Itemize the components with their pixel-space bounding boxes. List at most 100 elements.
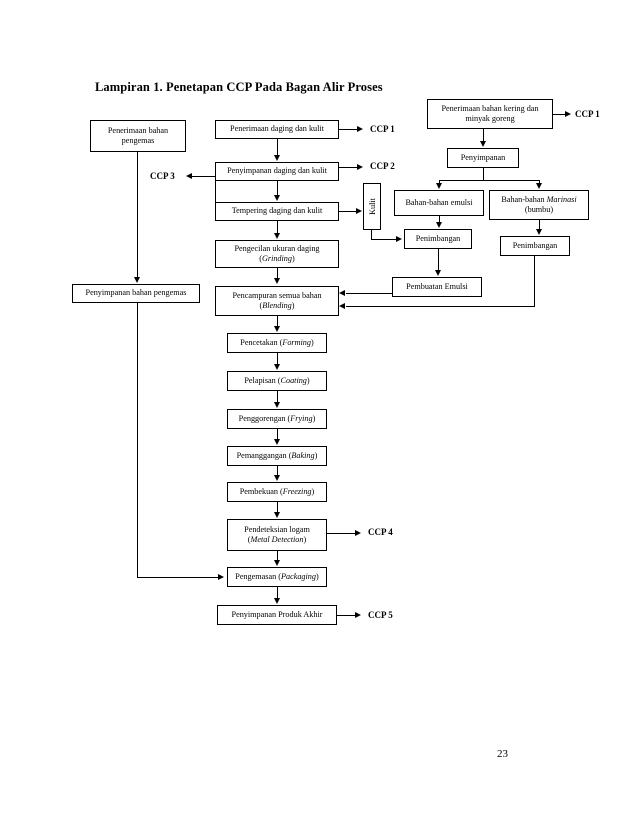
node-penimbangan-emulsi: Penimbangan (404, 229, 472, 249)
edge-n6-ccp3 (192, 176, 215, 177)
arrowhead-n3-n5 (480, 141, 486, 147)
arrowhead-n2-n4 (274, 155, 280, 161)
arrowhead-bus-to-emulsi (436, 183, 442, 189)
page-title: Lampiran 1. Penetapan CCP Pada Bagan Ali… (95, 80, 383, 94)
edge-kulit-drop (371, 230, 372, 239)
node-penyimpanan-bahan-pengemas: Penyimpanan bahan pengemas (72, 284, 200, 303)
ccp-label-4: CCP 4 (368, 527, 393, 537)
edge-n14-n16 (277, 316, 278, 327)
node-kulit: Kulit (363, 183, 381, 230)
edge-n4-n6 (277, 181, 278, 196)
node-penggorengan-label: Penggorengan (Frying) (238, 413, 316, 423)
arrowhead-n4-ccp2 (357, 164, 363, 170)
edge-n19-n20 (277, 466, 278, 476)
edge-n6-ccp3-riser (215, 176, 216, 202)
node-penyimpanan-produk-akhir: Penyimpanan Produk Akhir (217, 605, 337, 625)
node-bahan-bahan-marinasi: Bahan-bahan Marinasi(bumbu) (489, 190, 589, 220)
edge-n3-ccp1 (553, 114, 567, 115)
arrowhead-n3-ccp1 (565, 111, 571, 117)
node-kulit-label: Kulit (367, 198, 377, 215)
edge-n12-drop (534, 256, 535, 306)
arrowhead-n6-ccp3 (186, 173, 192, 179)
node-pencampuran-label: Pencampuran semua bahan(Blending) (232, 290, 322, 310)
edge-n11-n15 (438, 249, 439, 271)
arrowhead-n21-n22 (274, 560, 280, 566)
node-bahan-bahan-emulsi: Bahan-bahan emulsi (394, 190, 484, 216)
node-pembekuan-label: Pembekuan (Freezing) (239, 486, 315, 496)
arrowhead-kulit-penimbangan (396, 236, 402, 242)
arrowhead-n2-ccp1 (357, 126, 363, 132)
edge-n2-n4 (277, 139, 278, 156)
node-penyimpanan: Penyimpanan (447, 148, 519, 168)
edge-n5-bus-drop (483, 168, 484, 180)
node-pemanggangan-baking: Pemanggangan (Baking) (227, 446, 327, 466)
edge-n5-bus (439, 180, 539, 181)
arrowhead-n8-n11 (436, 222, 442, 228)
arrowhead-n20-n21 (274, 512, 280, 518)
edge-n3-n5 (483, 129, 484, 142)
arrowhead-n6-n10 (274, 233, 280, 239)
edge-n4-ccp2 (339, 167, 359, 168)
page-number: 23 (497, 748, 508, 760)
ccp-label-1-kering: CCP 1 (575, 109, 600, 119)
edge-bus-to-marinasi (539, 180, 540, 185)
edge-bus-to-emulsi (439, 180, 440, 185)
node-penggorengan-frying: Penggorengan (Frying) (227, 409, 327, 429)
edge-n21-ccp4 (327, 533, 357, 534)
node-penerimaan-daging-dan-kulit: Penerimaan daging dan kulit (215, 120, 339, 139)
arrowhead-pengemas-down (134, 277, 140, 283)
edge-n15-n14 (346, 293, 392, 294)
node-pembekuan-freezing: Pembekuan (Freezing) (227, 482, 327, 502)
edge-n13-rail (137, 303, 138, 577)
edge-n22-n23 (277, 587, 278, 599)
node-tempering-daging-dan-kulit: Tempering daging dan kulit (215, 202, 339, 221)
edge-n9-n12 (539, 220, 540, 230)
node-bahan-bahan-marinasi-label: Bahan-bahan Marinasi(bumbu) (501, 194, 577, 214)
node-penerimaan-bahan-kering: Penerimaan bahan kering dan minyak goren… (427, 99, 553, 129)
ccp-label-5: CCP 5 (368, 610, 393, 620)
edge-n6-n10 (277, 221, 278, 234)
edge-n18-n19 (277, 429, 278, 440)
arrowhead-n17-n18 (274, 402, 280, 408)
arrowhead-n21-ccp4 (355, 530, 361, 536)
ccp-label-1-daging: CCP 1 (370, 124, 395, 134)
arrowhead-n22-n23 (274, 598, 280, 604)
edge-n21-n22 (277, 551, 278, 561)
arrowhead-n13-pengemasan (218, 574, 224, 580)
node-pengecilan-ukuran-daging: Pengecilan ukuran daging(Grinding) (215, 240, 339, 268)
edge-n10-n14 (277, 268, 278, 279)
node-pelapisan-coating: Pelapisan (Coating) (227, 371, 327, 391)
node-pembuatan-emulsi: Pembuatan Emulsi (392, 277, 482, 297)
edge-pengemas-down (137, 152, 138, 278)
node-penyimpanan-daging-dan-kulit: Penyimpanan daging dan kulit (215, 162, 339, 181)
node-pelapisan-label: Pelapisan (Coating) (244, 375, 310, 385)
node-pencetakan-forming: Pencetakan (Forming) (227, 333, 327, 353)
edge-n13-to-pengemasan (137, 577, 219, 578)
edge-kulit-right (371, 239, 396, 240)
arrowhead-n6-kulit (356, 208, 362, 214)
edge-n17-n18 (277, 391, 278, 403)
node-pengemasan-label: Pengemasan (Packaging) (235, 571, 319, 581)
arrowhead-n12-n14 (339, 303, 345, 309)
arrowhead-n4-n6 (274, 195, 280, 201)
node-penimbangan-bumbu: Penimbangan (500, 236, 570, 256)
arrowhead-n19-n20 (274, 475, 280, 481)
arrowhead-n10-n14 (274, 278, 280, 284)
arrowhead-bus-to-marinasi (536, 183, 542, 189)
edge-n16-n17 (277, 353, 278, 365)
node-pencetakan-label: Pencetakan (Forming) (240, 337, 314, 347)
ccp-label-2: CCP 2 (370, 161, 395, 171)
arrowhead-n16-n17 (274, 364, 280, 370)
arrowhead-n9-n12 (536, 229, 542, 235)
node-penerimaan-bahan-pengemas: Penerimaan bahan pengemas (90, 120, 186, 152)
node-pengemasan-packaging: Pengemasan (Packaging) (227, 567, 327, 587)
ccp-label-3: CCP 3 (150, 171, 175, 181)
node-pendeteksian-label: Pendeteksian logam(Metal Detection) (244, 524, 310, 544)
edge-n23-ccp5 (337, 615, 357, 616)
arrowhead-n18-n19 (274, 439, 280, 445)
edge-n6-kulit (339, 211, 357, 212)
node-pencampuran-semua-bahan: Pencampuran semua bahan(Blending) (215, 286, 339, 316)
edge-n2-ccp1 (339, 129, 359, 130)
node-pemanggangan-label: Pemanggangan (Baking) (236, 450, 318, 460)
